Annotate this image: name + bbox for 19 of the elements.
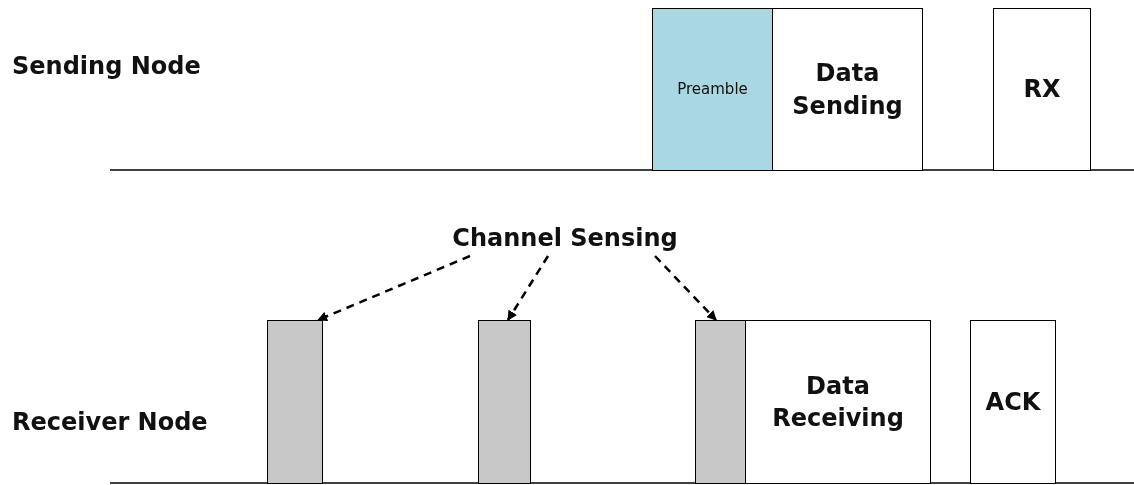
slot-label: RX <box>1023 74 1061 106</box>
sensing-slot <box>267 320 323 484</box>
slot-label: Preamble <box>677 79 748 100</box>
time-slot <box>745 320 931 484</box>
sensing-slot <box>478 320 531 484</box>
slot-label: Data Receiving <box>771 370 905 434</box>
dashed-arrow <box>654 255 717 321</box>
time-slot <box>970 320 1056 484</box>
slot-label: ACK <box>985 386 1041 418</box>
annotation-text: Channel Sensing <box>452 222 678 254</box>
dashed-arrow <box>506 255 550 321</box>
slot-label: Data Sending <box>791 58 904 122</box>
sensing-slot <box>695 320 746 484</box>
row-label: Receiver Node <box>12 408 208 436</box>
time-slot <box>993 8 1091 171</box>
dashed-arrow <box>317 254 471 322</box>
time-slot <box>772 8 923 171</box>
time-slot <box>652 8 773 171</box>
row-label: Sending Node <box>12 52 201 80</box>
